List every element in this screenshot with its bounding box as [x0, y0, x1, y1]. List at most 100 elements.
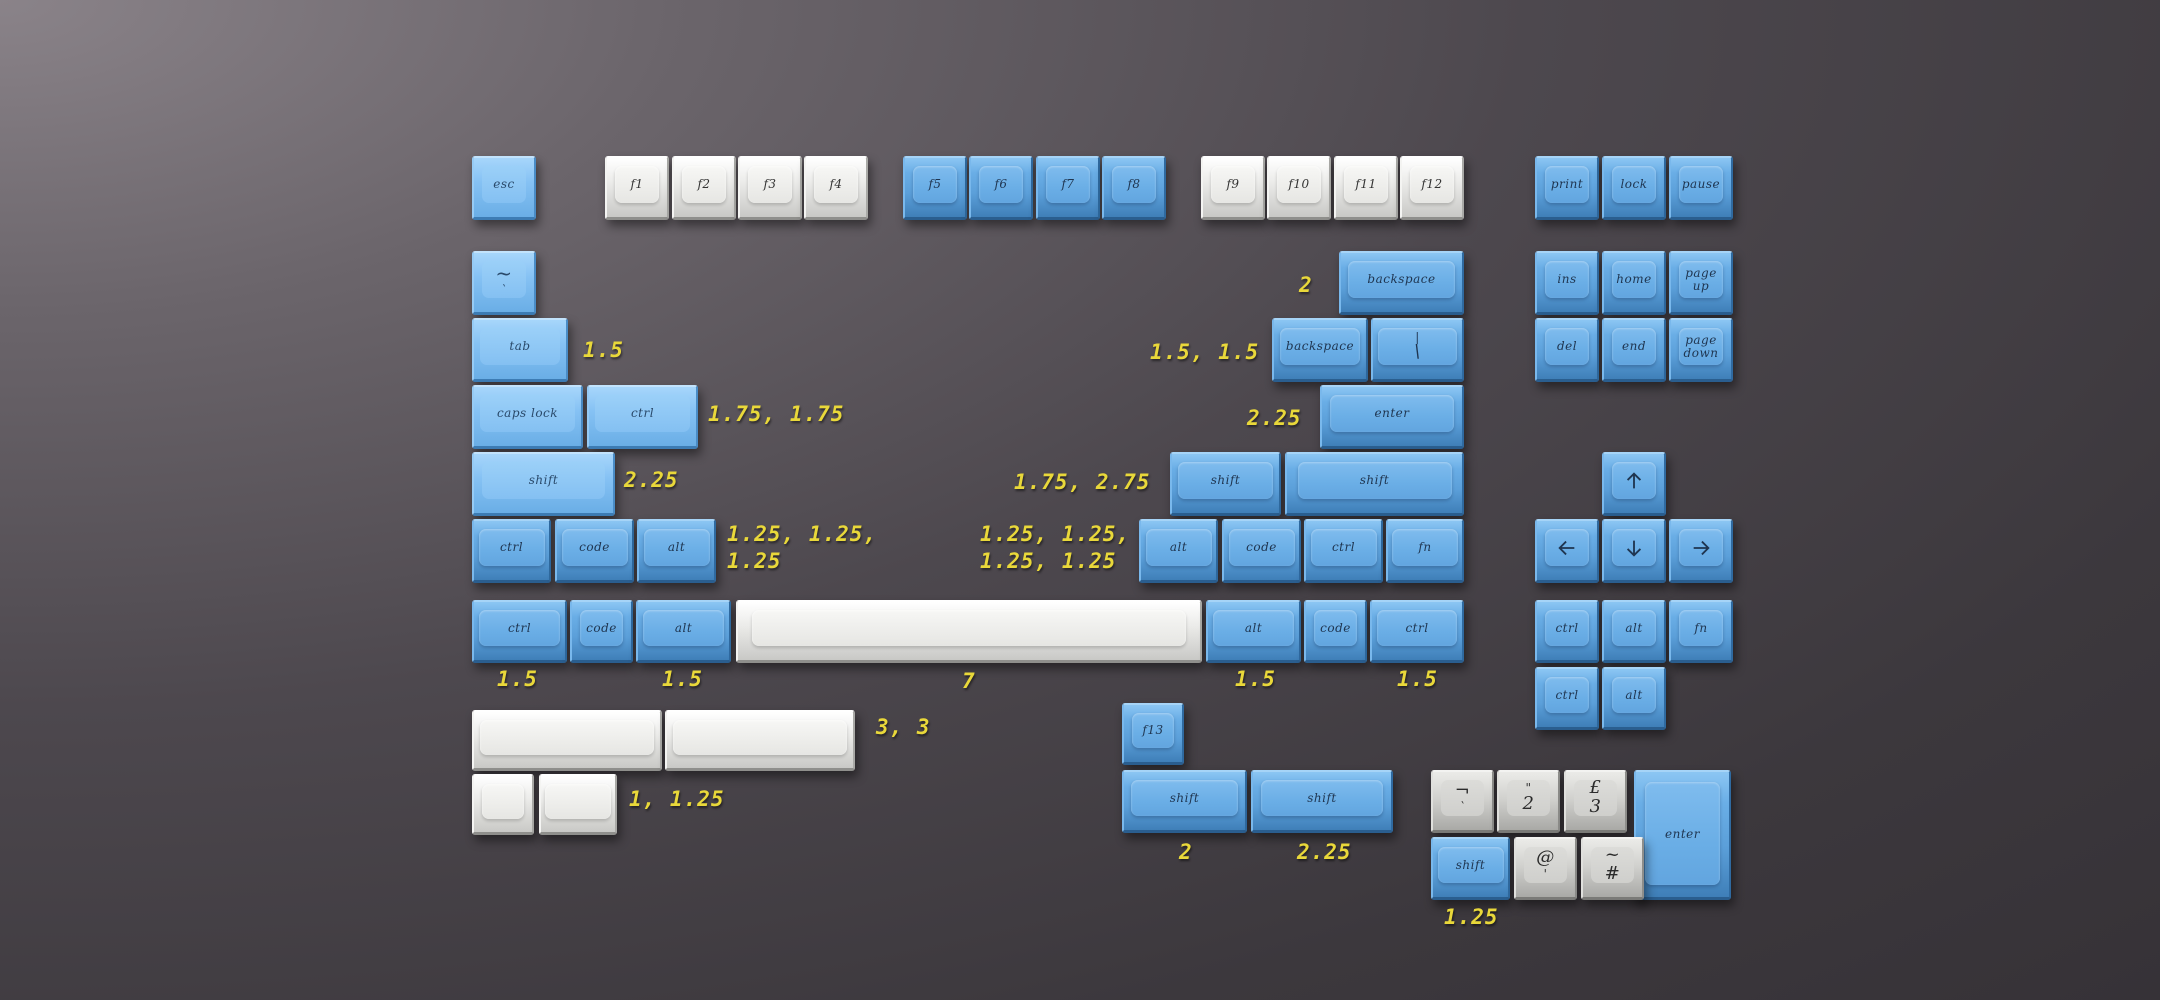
key-ctrl-legend: ctrl	[1310, 529, 1377, 566]
key-shift-225u[interactable]: shift	[1251, 770, 1393, 833]
key-arrow-ctrl-1[interactable]: ctrl	[1535, 600, 1599, 663]
key-tilde[interactable]: ~ `	[472, 251, 536, 315]
key-arrow-right[interactable]	[1669, 519, 1733, 583]
key-f3[interactable]: f3	[738, 156, 802, 220]
size-label-space: 7	[962, 669, 976, 693]
key-ctrl-175[interactable]: ctrl	[587, 385, 698, 449]
key-f5[interactable]: f5	[903, 156, 967, 220]
size-label-bottom-alt-r: 1.5	[1235, 667, 1276, 691]
key-left-ctrl-125[interactable]: ctrl	[472, 519, 551, 583]
key-f11[interactable]: f11	[1334, 156, 1398, 220]
key-iso-at[interactable]: @ '	[1514, 837, 1577, 900]
key-spacebar-3u-b[interactable]	[665, 710, 855, 771]
key-pause[interactable]: pause	[1669, 156, 1733, 220]
key-arrow-left[interactable]	[1535, 519, 1599, 583]
key-right-code-125[interactable]: code	[1222, 519, 1301, 583]
key-page-down-legend: page down	[1679, 328, 1723, 365]
key-esc-legend: esc	[482, 166, 526, 203]
key-delete[interactable]: del	[1535, 318, 1599, 382]
key-right-shift-175[interactable]: shift	[1170, 452, 1281, 516]
key-print[interactable]: print	[1535, 156, 1599, 220]
key-bottom-right-alt[interactable]: alt	[1206, 600, 1301, 663]
key-f2-legend: f2	[682, 166, 726, 203]
key-right-alt-125[interactable]: alt	[1139, 519, 1218, 583]
key-shift-legend: shift	[1437, 847, 1504, 884]
key-f2[interactable]: f2	[672, 156, 736, 220]
key-backspace-15u[interactable]: backspace	[1272, 318, 1368, 382]
key-ctrl-legend: ctrl	[479, 610, 560, 647]
key-shift-2u[interactable]: shift	[1122, 770, 1247, 833]
key-insert[interactable]: ins	[1535, 251, 1599, 315]
key-page-down[interactable]: page down	[1669, 318, 1733, 382]
key-home[interactable]: home	[1602, 251, 1666, 315]
key-f8-legend: f8	[1112, 166, 1156, 203]
key-f6[interactable]: f6	[969, 156, 1033, 220]
key-code-legend: code	[1314, 610, 1357, 647]
key-page-up[interactable]: page up	[1669, 251, 1733, 315]
key-bottom-left-ctrl[interactable]: ctrl	[472, 600, 567, 663]
key-iso-enter[interactable]: enter	[1634, 770, 1731, 900]
key-iso-3[interactable]: £ 3	[1564, 770, 1627, 833]
key-f3-legend: f3	[748, 166, 792, 203]
not-sign-glyph: ¬	[1454, 780, 1471, 802]
key-arrow-up[interactable]	[1602, 452, 1666, 516]
key-f10[interactable]: f10	[1267, 156, 1331, 220]
key-arrow-alt-1[interactable]: alt	[1602, 600, 1666, 663]
key-backslash[interactable]: | \	[1371, 318, 1464, 382]
key-end[interactable]: end	[1602, 318, 1666, 382]
key-arrow-ctrl-2[interactable]: ctrl	[1535, 667, 1599, 730]
key-tab-legend: tab	[479, 328, 561, 365]
key-caps-lock-legend: caps lock	[480, 395, 575, 432]
tilde-glyph: ~	[495, 260, 513, 285]
key-blank-125u[interactable]	[539, 774, 617, 835]
key-f7-legend: f7	[1046, 166, 1090, 203]
key-f7[interactable]: f7	[1036, 156, 1100, 220]
key-caps-lock[interactable]: caps lock	[472, 385, 583, 449]
key-f13[interactable]: f13	[1122, 703, 1184, 765]
key-spacebar-7u[interactable]	[736, 600, 1202, 663]
key-enter-225[interactable]: enter	[1320, 385, 1464, 449]
key-iso-not[interactable]: ¬ `	[1431, 770, 1494, 833]
blank-top	[545, 783, 611, 819]
key-f12[interactable]: f12	[1400, 156, 1464, 220]
key-f4[interactable]: f4	[804, 156, 868, 220]
key-page-up-legend: page up	[1679, 261, 1723, 298]
key-alt-legend: alt	[643, 610, 724, 647]
spacebar-top	[672, 719, 848, 755]
key-alt-legend: alt	[1612, 610, 1656, 647]
arrow-up-icon	[1626, 471, 1642, 488]
key-arrow-alt-2[interactable]: alt	[1602, 667, 1666, 730]
key-f1[interactable]: f1	[605, 156, 669, 220]
pound-glyph: £	[1589, 777, 1602, 799]
key-iso-hash[interactable]: ~ #	[1581, 837, 1644, 900]
key-f8[interactable]: f8	[1102, 156, 1166, 220]
key-arrow-down[interactable]	[1602, 519, 1666, 583]
size-label-bottom-ctrl-l: 1.5	[497, 667, 538, 691]
key-ctrl-legend: ctrl	[595, 395, 690, 432]
arrow-down-icon	[1626, 540, 1642, 557]
key-arrow-fn[interactable]: fn	[1669, 600, 1733, 663]
key-blank-1u[interactable]	[472, 774, 534, 835]
key-right-shift-275[interactable]: shift	[1285, 452, 1464, 516]
key-iso-shift[interactable]: shift	[1431, 837, 1510, 900]
key-tab[interactable]: tab	[472, 318, 568, 382]
key-left-alt-125[interactable]: alt	[637, 519, 716, 583]
key-spacebar-3u-a[interactable]	[472, 710, 662, 771]
key-bottom-right-ctrl[interactable]: ctrl	[1370, 600, 1464, 663]
key-bottom-left-alt[interactable]: alt	[636, 600, 731, 663]
key-iso-2[interactable]: " 2	[1497, 770, 1560, 833]
key-pause-legend: pause	[1679, 166, 1723, 203]
key-bottom-left-code[interactable]: code	[570, 600, 633, 663]
key-esc[interactable]: esc	[472, 156, 536, 220]
key-bottom-right-code[interactable]: code	[1304, 600, 1367, 663]
key-scroll-lock[interactable]: lock	[1602, 156, 1666, 220]
key-fn-125[interactable]: fn	[1386, 519, 1464, 583]
key-right-ctrl-125[interactable]: ctrl	[1304, 519, 1383, 583]
key-backspace-2u[interactable]: backspace	[1339, 251, 1464, 315]
key-shift-legend: shift	[1261, 780, 1383, 817]
size-label-shift-2: 2	[1179, 840, 1193, 864]
key-f9[interactable]: f9	[1201, 156, 1265, 220]
key-shift-legend: shift	[1297, 462, 1452, 499]
key-left-code-125[interactable]: code	[555, 519, 634, 583]
key-left-shift[interactable]: shift	[472, 452, 615, 516]
